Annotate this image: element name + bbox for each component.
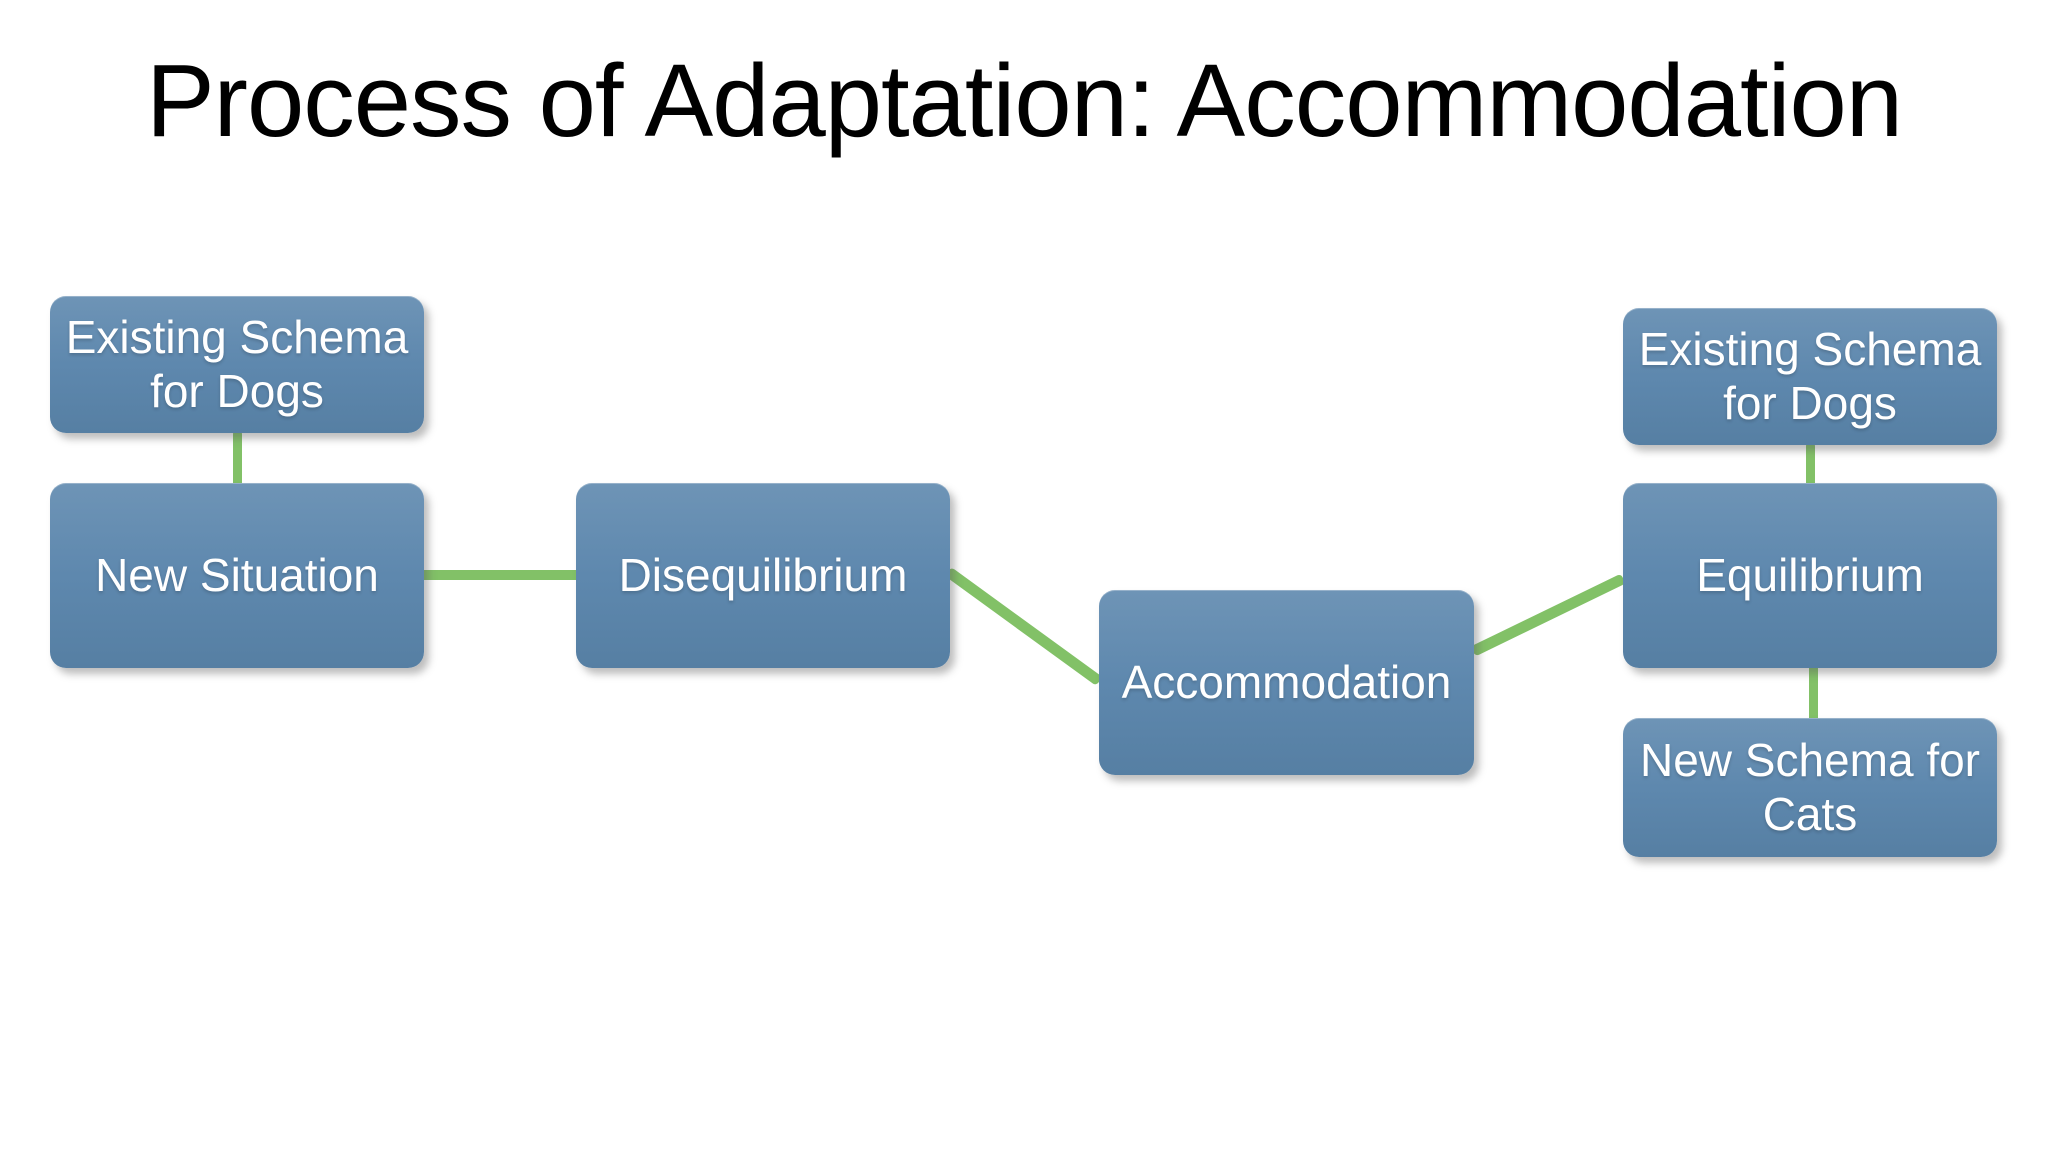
connector-existing-dogs-left-to-new-situation <box>233 430 242 488</box>
node-label: Disequilibrium <box>618 548 908 601</box>
node-existing-schema-dogs-right: Existing Schema for Dogs <box>1623 308 1997 445</box>
node-new-situation: New Situation <box>50 483 424 668</box>
node-accommodation: Accommodation <box>1099 590 1474 775</box>
node-label: Existing Schema for Dogs <box>65 311 409 417</box>
node-label: New Schema for Cats <box>1639 734 1980 840</box>
connector-disequilibrium-to-accommodation <box>944 567 1103 686</box>
slide-title: Process of Adaptation: Accommodation <box>145 43 1903 158</box>
node-equilibrium: Equilibrium <box>1623 483 1997 668</box>
connector-accommodation-to-equilibrium <box>1470 573 1626 657</box>
node-disequilibrium: Disequilibrium <box>576 483 950 668</box>
node-new-schema-cats: New Schema for Cats <box>1623 718 1997 857</box>
connector-existing-dogs-right-to-equilibrium <box>1806 442 1815 487</box>
node-existing-schema-dogs-left: Existing Schema for Dogs <box>50 296 424 433</box>
node-label: New Situation <box>95 548 379 601</box>
node-label: Existing Schema for Dogs <box>1638 323 1982 429</box>
node-label: Equilibrium <box>1696 548 1924 601</box>
connector-equilibrium-to-new-schema-cats <box>1809 664 1818 722</box>
connector-new-situation-to-disequilibrium <box>420 570 580 580</box>
node-label: Accommodation <box>1121 655 1452 708</box>
